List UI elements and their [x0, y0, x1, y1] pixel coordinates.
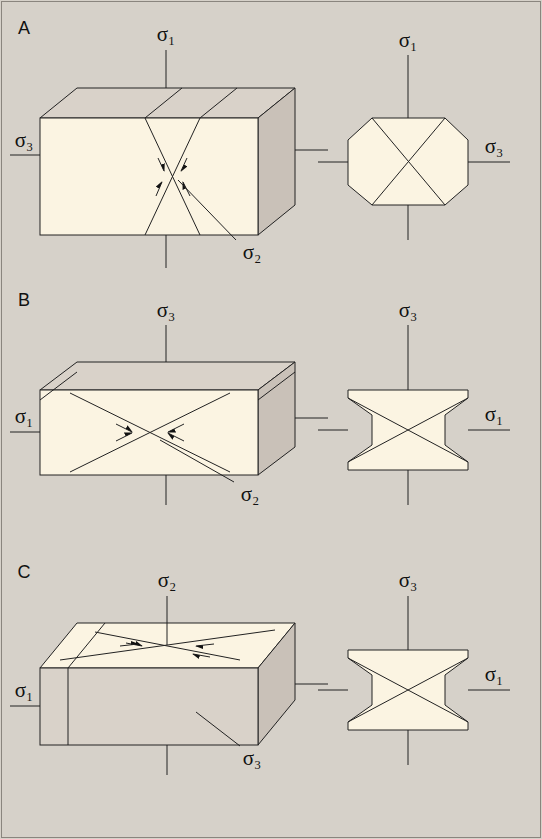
stress-axis-label: σ₃ — [157, 298, 176, 322]
stress-axis-label: σ₁ — [485, 402, 504, 426]
block-b — [10, 325, 328, 505]
section-a — [318, 55, 510, 240]
stress-axis-label: σ₁ — [157, 22, 176, 46]
panel-letter: A — [18, 16, 30, 40]
stress-axis-label: σ₂ — [241, 482, 260, 506]
stress-axis-label: σ₃ — [399, 568, 418, 592]
section-b — [318, 325, 510, 505]
stress-axis-label: σ₃ — [243, 746, 262, 770]
stress-axis-label: σ₃ — [399, 298, 418, 322]
stress-axis-label: σ₃ — [485, 134, 504, 158]
stress-axis-label: σ₂ — [158, 568, 177, 592]
stress-axis-label: σ₃ — [15, 128, 34, 152]
block-a — [10, 50, 328, 268]
stress-axis-label: σ₁ — [15, 404, 34, 428]
stress-axis-label: σ₂ — [243, 240, 262, 264]
stress-axis-label: σ₁ — [15, 678, 34, 702]
stress-axis-label: σ₁ — [399, 28, 418, 52]
stress-axis-label: σ₁ — [485, 662, 504, 686]
block-c — [10, 596, 328, 775]
section-c — [318, 596, 510, 765]
panel-letter: B — [18, 288, 30, 312]
panel-letter: C — [18, 560, 31, 584]
